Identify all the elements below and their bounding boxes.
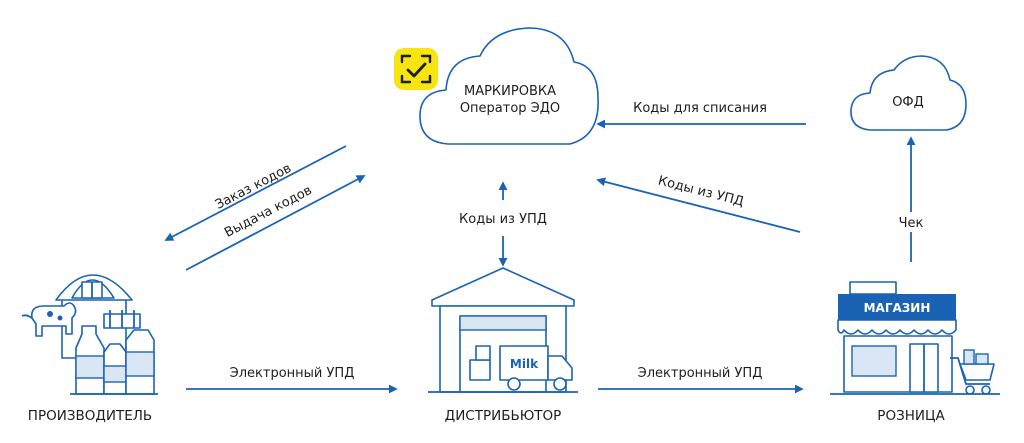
codes-upd-retail-arrow [596,177,801,233]
cow-icon [21,302,77,337]
ofd-label: ОФД [892,95,924,110]
store-icon: МАГАЗИН [837,281,957,393]
distributor-label: ДИСТРИБЬЮТОР [445,408,562,424]
marking-title: МАРКИРОВКА [464,84,556,99]
issue-codes-arrow [185,175,366,271]
shopping-cart-icon [830,349,1000,395]
marking-subtitle: Оператор ЭДО [460,101,560,116]
receipt-label: Чек [899,216,924,231]
delivery-truck-icon: Milk [428,345,578,393]
truck-label: Milk [510,357,539,371]
electronic-upd-2-label: Электронный УПД [638,366,763,381]
producer-label: ПРОИЗВОДИТЕЛЬ [28,408,152,424]
retail-label: РОЗНИЦА [877,408,945,424]
marking-operator-cloud: МАРКИРОВКА Оператор ЭДО [419,27,599,145]
write-off-codes-label: Коды для списания [633,101,767,116]
codes-upd-center-label: Коды из УПД [459,212,547,227]
ofd-cloud: ОФД [850,55,967,131]
order-codes-arrow [164,145,347,241]
marking-badge-icon [394,48,438,90]
electronic-upd-1-label: Электронный УПД [230,366,355,381]
milk-products-icon [70,325,158,395]
codes-upd-retail-label: Коды из УПД [656,173,745,209]
store-sign: МАГАЗИН [864,301,931,315]
